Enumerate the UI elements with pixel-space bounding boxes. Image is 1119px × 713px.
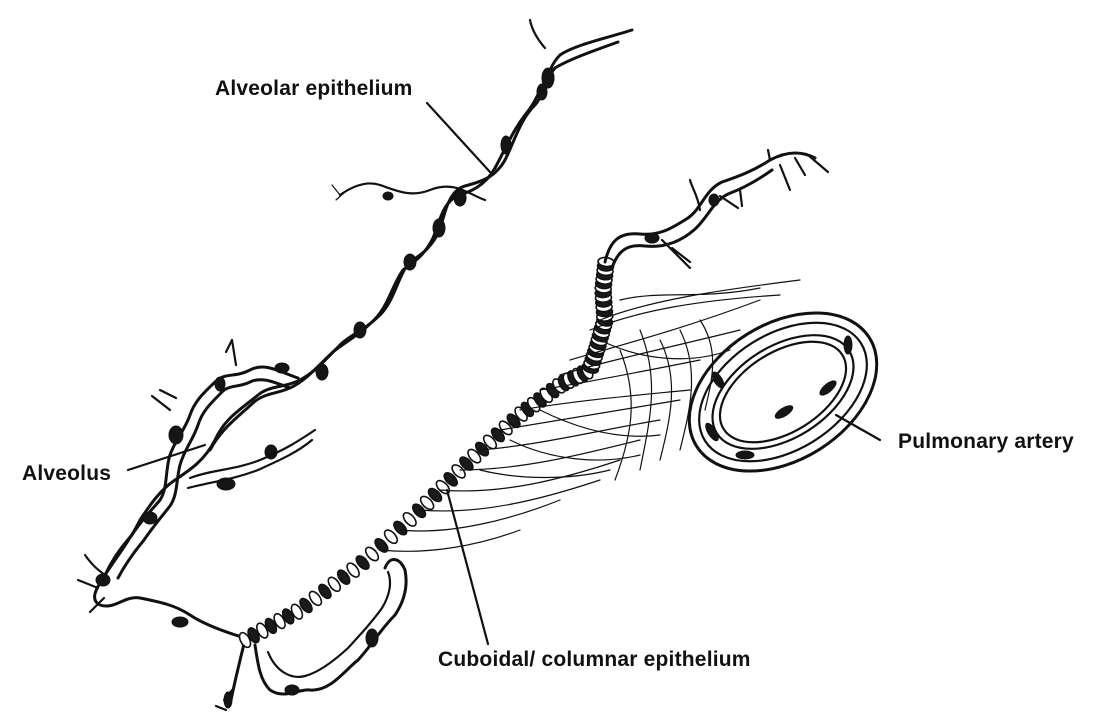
label-alveolar-epithelium: Alveolar epithelium bbox=[215, 77, 413, 100]
leader-cuboidal-epithelium bbox=[447, 490, 488, 644]
label-pulmonary-artery: Pulmonary artery bbox=[898, 430, 1074, 453]
pulmonary-artery-vessel bbox=[660, 280, 905, 503]
leader-alveolar-epithelium bbox=[427, 103, 490, 172]
connective-tissue-fibers bbox=[380, 280, 800, 551]
label-alveolus: Alveolus bbox=[22, 462, 111, 485]
alveolar-septum-right bbox=[605, 150, 828, 268]
alveolar-septum-upper bbox=[105, 20, 632, 575]
alveolus-wall bbox=[78, 340, 315, 638]
leader-pulmonary-artery bbox=[836, 415, 880, 440]
label-cuboidal-epithelium: Cuboidal/ columnar epithelium bbox=[438, 648, 751, 671]
